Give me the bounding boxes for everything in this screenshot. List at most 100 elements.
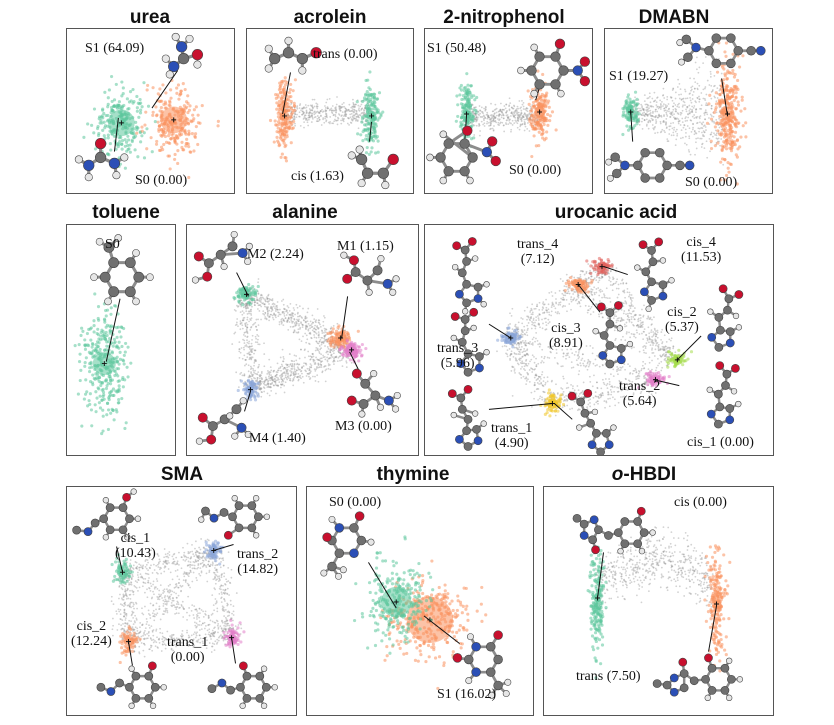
title-italic-o: o	[611, 464, 624, 485]
cloud-urocanic-trans4	[563, 275, 594, 294]
path-alanine-m4-m3	[248, 339, 353, 397]
arrow-sma-trans1	[231, 637, 237, 664]
arrow-urocanic-cis4	[603, 266, 628, 276]
label-urocanic-cis3-value: (8.91)	[549, 336, 583, 351]
label-urocanic-trans4: trans_4(7.12)	[517, 237, 558, 267]
arrow-acrolein-cis	[369, 121, 372, 142]
label-dmabn-s0: S0 (0.00)	[685, 175, 738, 190]
panel-title-dmabn: DMABN	[638, 7, 710, 28]
arrow-alanine-m4	[244, 391, 251, 412]
label-urocanic-trans3: trans_3(5.96)	[437, 341, 478, 371]
cloud-alanine-m3	[338, 338, 368, 364]
molecule-sma-trans2	[198, 495, 271, 540]
panel-title-toluene: toluene	[92, 202, 160, 223]
panel-acrolein: trans (0.00) cis (1.63)	[246, 28, 414, 194]
arrow-hbdi-trans	[597, 552, 604, 599]
label-urocanic-trans3-value: (5.96)	[440, 356, 475, 371]
panel-title-acrolein: acrolein	[293, 7, 367, 28]
panel-alanine: M2 (2.24) M1 (1.15) M4 (1.40) M3 (0.00)	[186, 224, 419, 456]
arrow-sma-trans2	[213, 544, 234, 551]
label-urocanic-trans4-name: trans_4	[517, 237, 559, 252]
plot-acrolein	[264, 36, 399, 190]
arrow-dmabn-s1	[630, 111, 634, 142]
arrow-alanine-m3	[349, 351, 360, 372]
arrow-urocanic-trans1	[488, 402, 553, 410]
plot-dmabn	[605, 33, 766, 186]
molecule-urea-s0	[74, 137, 129, 182]
arrow-thymine-s1	[423, 615, 460, 645]
arrow-urea-s0	[113, 117, 119, 152]
cloud-acrolein-path	[283, 92, 373, 130]
molecule-alanine-m3	[346, 368, 401, 418]
label-dmabn-s1: S1 (19.27)	[609, 69, 669, 84]
panel-title-sma: SMA	[160, 464, 204, 485]
plot-o-hbdi	[572, 506, 744, 702]
arrow-urocanic-cis2	[676, 335, 702, 361]
label-urocanic-cis1: cis_1 (0.00)	[687, 435, 754, 450]
label-sma-cis1-value: (10.43)	[115, 546, 156, 561]
molecule-sma-cis1	[72, 488, 142, 541]
molecule-nitrophenol-s1	[517, 38, 591, 98]
cloud-toluene-s0	[73, 292, 133, 436]
molecule-nitrophenol-s0	[426, 125, 501, 185]
cloud-hbdi-cis	[703, 544, 732, 673]
molecule-hbdi-bottom	[652, 653, 744, 702]
cloud-alanine-m4	[236, 378, 261, 402]
arrow-urea-s1	[151, 70, 179, 109]
label-acrolein-trans: trans (0.00)	[313, 47, 378, 62]
cloud-nitrophenol-s1	[526, 69, 558, 159]
cloud-urocanic-cis4	[585, 256, 614, 277]
path-sma-bottom	[128, 624, 233, 658]
arrow-urocanic-trans2	[653, 379, 680, 387]
label-urocanic-trans1-name: trans_1	[491, 421, 533, 436]
label-urocanic-trans3-name: trans_3	[437, 341, 479, 356]
cloud-acrolein-trans	[268, 76, 298, 163]
plot-urea	[74, 32, 220, 182]
arrow-urocanic-trans3	[488, 323, 512, 339]
plot-sma	[72, 488, 278, 709]
panel-title-o-hbdi: o-HBDI	[612, 465, 676, 484]
molecule-alanine-m4	[195, 397, 252, 445]
arrow-dmabn-s0	[721, 78, 729, 117]
label-urocanic-trans1-value: (4.90)	[494, 436, 529, 451]
path-sma-right	[206, 548, 243, 640]
label-urocanic-cis2-value: (5.37)	[665, 320, 699, 335]
panel-2-nitrophenol: S1 (50.48) S0 (0.00)	[424, 28, 593, 194]
arrow-alanine-m2	[236, 272, 249, 297]
path-sma-diag2	[123, 546, 221, 649]
molecule-urocanic-cis4	[634, 237, 675, 313]
cloud-acrolein-cis	[355, 70, 385, 156]
label-sma-trans2-name: trans_2	[237, 547, 279, 562]
panel-o-hbdi: cis (0.00) trans (7.50)	[543, 486, 774, 716]
label-sma-cis2: cis_2(12.24)	[71, 619, 112, 649]
cloud-sma-cis1	[110, 553, 134, 585]
molecule-acrolein-trans	[264, 36, 322, 75]
label-sma-cis2-name: cis_2	[76, 619, 107, 634]
cloud-hbdi-path	[593, 526, 716, 623]
cloud-alanine-m2	[232, 282, 260, 307]
molecule-urocanic-trans3	[450, 307, 490, 377]
arrow-thymine-s0	[368, 562, 397, 609]
molecule-alanine-m1	[340, 251, 400, 296]
molecule-sma-trans1	[207, 661, 278, 709]
cloud-sma-trans1	[222, 618, 246, 649]
arrow-alanine-m1	[341, 296, 349, 339]
cloud-urocanic-trans2	[637, 369, 671, 390]
molecule-toluene	[90, 234, 154, 306]
panel-title-alanine: alanine	[272, 202, 338, 223]
molecule-thymine-s0	[320, 511, 375, 580]
label-urocanic-cis3-name: cis_3	[551, 321, 581, 336]
label-toluene-s0: S0	[105, 237, 120, 252]
panel-sma: cis_1(10.43) trans_2(14.82) cis_2(12.24)…	[66, 486, 297, 716]
label-nitrophenol-s0: S0 (0.00)	[509, 163, 562, 178]
plot-2-nitrophenol	[426, 38, 591, 185]
molecule-dmabn-bottom	[605, 147, 695, 183]
label-hbdi-cis: cis (0.00)	[674, 495, 727, 510]
label-sma-cis2-value: (12.24)	[71, 634, 112, 649]
arrow-sma-cis2	[127, 641, 133, 666]
panel-urea: S1 (64.09) S0 (0.00)	[66, 28, 235, 194]
molecule-hbdi-top	[572, 506, 656, 555]
cloud-urea-s0	[82, 74, 157, 170]
path-alanine-m2-m4	[231, 295, 269, 389]
arrow-urocanic-trans4	[577, 284, 601, 313]
